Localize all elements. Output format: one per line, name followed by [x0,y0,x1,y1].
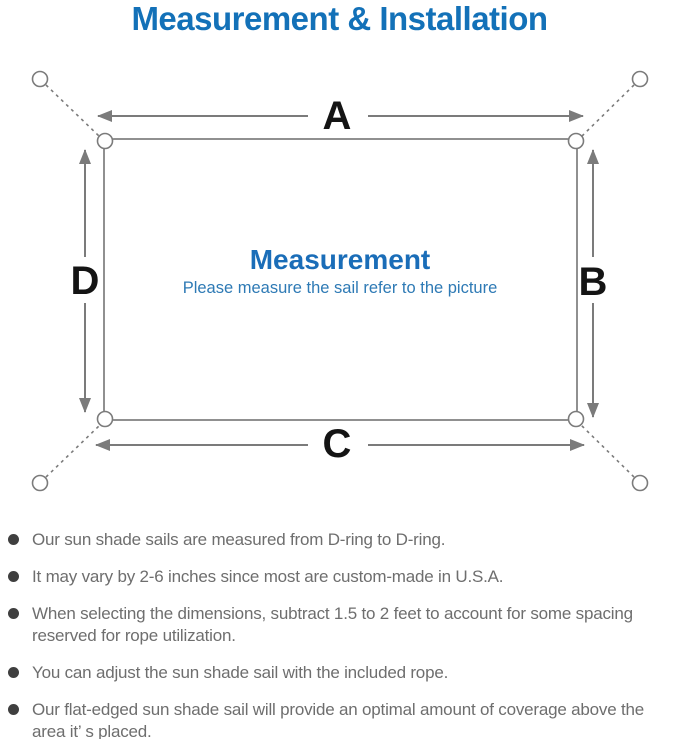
d-ring-icon [567,132,585,150]
note-text: It may vary by 2-6 inches since most are… [32,567,504,586]
note-item: When selecting the dimensions, subtract … [8,603,658,647]
dimension-label-b: B [579,260,608,304]
note-item: You can adjust the sun shade sail with t… [8,662,658,684]
d-ring-icon [567,410,585,428]
bullet-icon [8,608,19,619]
notes-list: Our sun shade sails are measured from D-… [8,529,658,739]
bullet-icon [8,704,19,715]
anchor-point-icon [631,70,649,88]
note-text: When selecting the dimensions, subtract … [32,604,633,645]
note-text: Our flat-edged sun shade sail will provi… [32,700,645,739]
bullet-icon [8,534,19,545]
d-ring-icon [96,410,114,428]
note-text: You can adjust the sun shade sail with t… [32,663,449,682]
tether-line [580,84,635,138]
anchor-point-icon [631,474,649,492]
note-item: Our flat-edged sun shade sail will provi… [8,699,658,739]
note-text: Our sun shade sails are measured from D-… [32,530,446,549]
dimension-label-d: D [71,259,100,303]
bullet-icon [8,571,19,582]
dimension-label-c: C [323,422,352,466]
note-item: Our sun shade sails are measured from D-… [8,529,658,551]
note-item: It may vary by 2-6 inches since most are… [8,566,658,588]
tether-line [580,424,635,478]
tether-lines [45,84,635,478]
anchor-point-icon [31,474,49,492]
anchor-point-icon [31,70,49,88]
sail-center-heading: Measurement [250,244,431,275]
tether-line [45,84,101,138]
sail-center-caption: Please measure the sail refer to the pic… [183,279,498,297]
tether-line [45,424,101,478]
dimension-label-a: A [323,94,352,138]
measurement-diagram: A B C D Measurement Please measure the s… [31,70,649,492]
bullet-icon [8,667,19,678]
sail-outline [103,138,578,421]
d-ring-icon [96,132,114,150]
page-title: Measurement & Installation [131,0,548,37]
